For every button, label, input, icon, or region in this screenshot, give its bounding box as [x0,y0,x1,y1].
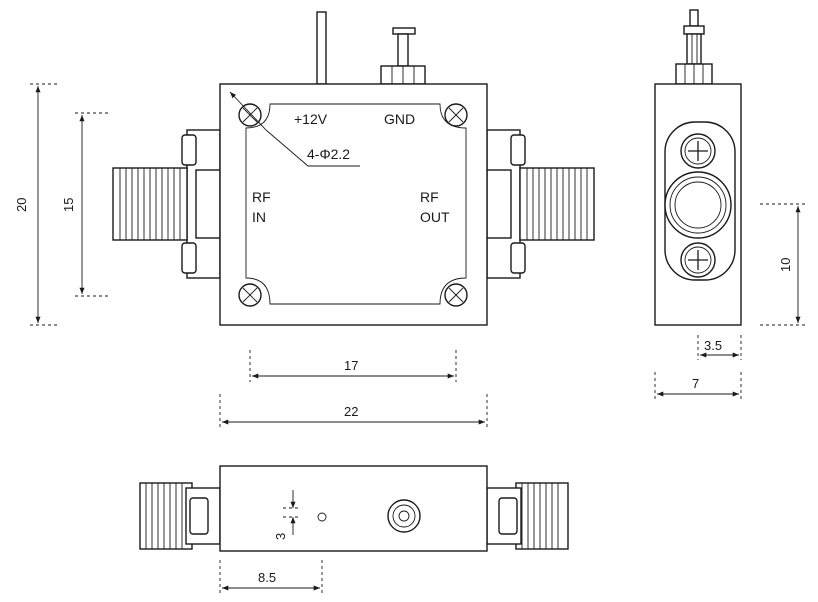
holes-label: 4-Φ2.2 [307,146,350,162]
dim-side-width: 7 [654,372,742,400]
side-rf-port [664,171,732,239]
mounting-hole [444,283,468,307]
power-label: +12V [294,111,328,127]
bottom-right-connector [486,482,569,550]
bottom-pin-hole [317,512,327,522]
side-screw [680,133,716,169]
dim-width-total-label: 22 [344,404,358,419]
dim-bottom-offset-x-label: 8.5 [258,570,276,585]
bottom-left-connector [139,482,221,550]
rf-in-label-line1: RF [252,189,271,205]
power-pin [316,11,327,85]
mounting-hole [444,103,468,127]
dim-bottom-offset-y: 3 [273,490,300,540]
bottom-view [139,465,569,552]
dim-side-width-label: 7 [692,376,699,391]
dim-bottom-offset-x: 8.5 [219,560,323,596]
dim-height-total: 20 [14,83,58,326]
bottom-housing [219,465,488,552]
ground-terminal [380,27,426,85]
side-view [654,9,742,326]
side-screw [680,242,716,278]
dim-width-holes-label: 17 [344,358,358,373]
dim-height-total-label: 20 [14,198,29,212]
mounting-hole [238,283,262,307]
dim-bottom-offset-y-label: 3 [273,533,288,540]
dim-side-height: 10 [760,203,805,326]
dim-height-holes-label: 15 [61,198,76,212]
hole-leader [229,91,267,131]
rf-in-connector [112,129,221,279]
mounting-hole [238,103,262,127]
dim-width-holes: 17 [249,350,457,382]
hole-leader-line [265,129,360,167]
bottom-ground-boss [387,499,421,533]
dim-width-total: 22 [219,394,488,430]
front-view: 4-Φ2.2 +12V GND RF IN RF OUT [112,11,595,326]
rf-out-label-line2: OUT [420,209,450,225]
rf-in-label-line2: IN [252,209,266,225]
ground-label: GND [384,111,415,127]
side-pin [675,9,713,85]
rf-out-label-line1: RF [420,189,439,205]
dim-side-height-label: 10 [778,258,793,272]
dim-side-offset-label: 3.5 [704,338,722,353]
rf-out-connector [486,129,595,279]
dim-height-holes: 15 [61,112,108,297]
dim-side-offset: 3.5 [697,335,742,360]
